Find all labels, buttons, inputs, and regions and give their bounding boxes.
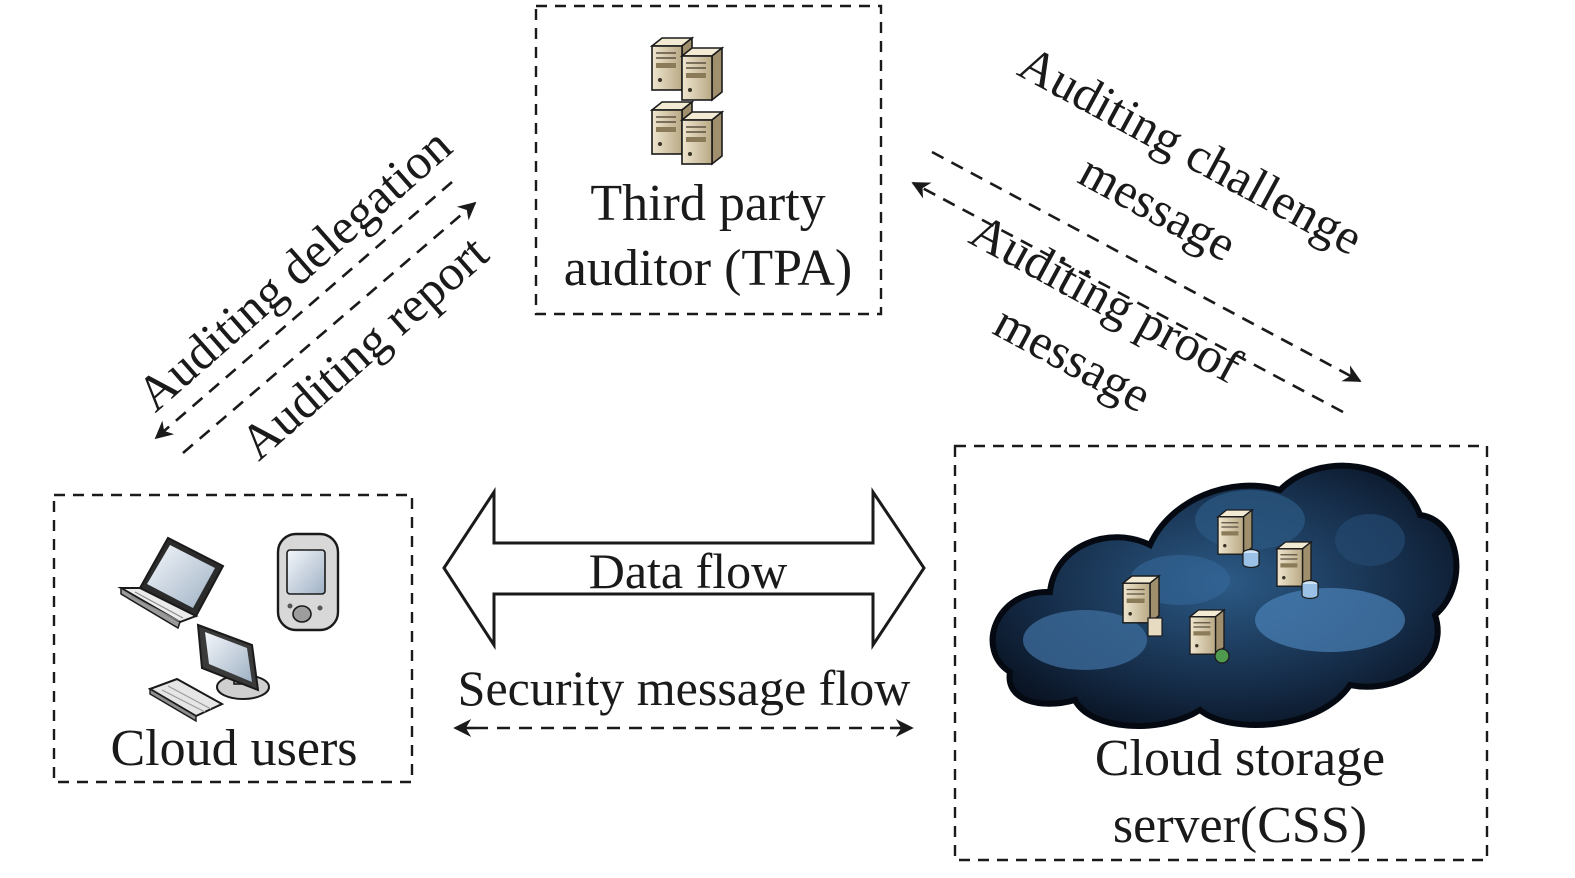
tpa-box bbox=[534, 4, 883, 316]
css-node: Cloud storage server(CSS) bbox=[953, 444, 1489, 862]
data-flow-label: Data flow bbox=[589, 543, 788, 599]
cloud-users-node: Cloud users bbox=[52, 493, 414, 784]
users-css-edges: Data flow Security message flow bbox=[442, 486, 926, 737]
cloud-servers-icon bbox=[989, 462, 1460, 729]
tpa-css-edges: Auditing challenge message Auditing proo… bbox=[911, 34, 1372, 423]
tpa-label-line2: auditor (TPA) bbox=[564, 240, 852, 297]
laptop-icon bbox=[117, 536, 225, 630]
auditing-report-arrow bbox=[182, 201, 477, 454]
server-rack-icon bbox=[651, 37, 723, 165]
users-tpa-edges: Auditing delegation Auditing report bbox=[126, 117, 499, 471]
cloud-users-box bbox=[52, 493, 414, 784]
security-message-flow-label: Security message flow bbox=[458, 660, 911, 716]
tpa-label-line1: Third party bbox=[590, 175, 825, 232]
auditing-challenge-arrow bbox=[931, 150, 1362, 383]
data-flow-arrow bbox=[442, 486, 926, 651]
cloud-users-label: Cloud users bbox=[111, 720, 358, 777]
desktop-computer-icon bbox=[196, 623, 270, 700]
css-box bbox=[953, 444, 1489, 862]
keyboard-icon bbox=[147, 677, 225, 723]
css-label-line2: server(CSS) bbox=[1113, 797, 1367, 854]
tpa-node: Third party auditor (TPA) bbox=[534, 4, 883, 316]
pda-icon bbox=[276, 532, 340, 632]
auditing-proof-arrow bbox=[911, 181, 1344, 414]
css-label-line1: Cloud storage bbox=[1095, 730, 1385, 787]
